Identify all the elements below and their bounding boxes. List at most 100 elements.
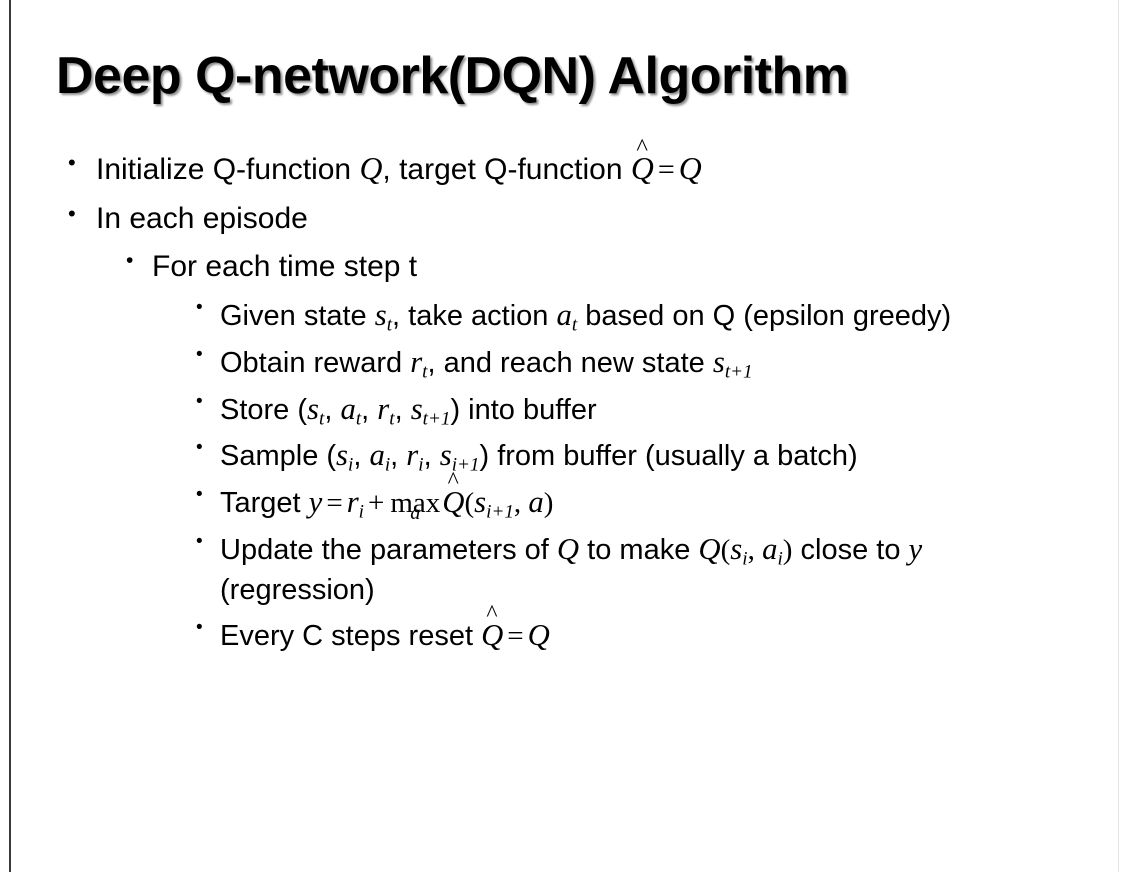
text-fragment: , and reach new state xyxy=(427,346,713,379)
math-sub-t: t xyxy=(386,314,393,336)
bullet-glyph: • xyxy=(196,530,203,552)
math-var-r: r xyxy=(406,438,419,473)
list-item: • Initialize Q-function Q, target Q-func… xyxy=(0,135,1124,191)
list-item-text: Given state st, take action at based on … xyxy=(220,295,1124,337)
list-item: • For each time step t xyxy=(0,247,1124,287)
math-sub-t: t xyxy=(319,407,325,429)
math-sub-t1: t+1 xyxy=(724,361,753,383)
bullet-glyph: • xyxy=(68,200,76,226)
math-var-q: Q xyxy=(527,618,550,653)
math-var-y: y xyxy=(308,485,323,520)
text-fragment: , xyxy=(390,440,407,473)
math-var-a: a xyxy=(369,438,385,473)
math-var-r: r xyxy=(346,485,359,520)
math-var-a: a xyxy=(556,297,572,332)
slide-right-border xyxy=(1118,0,1119,872)
text-fragment: , xyxy=(353,440,370,473)
list-item-text: Update the parameters of Q to make Q(si,… xyxy=(220,529,1124,610)
math-sub-t: t xyxy=(571,314,578,336)
list-item: • Obtain reward rt, and reach new state … xyxy=(0,342,1124,384)
math-equals: = xyxy=(326,487,343,520)
math-paren-close: ) xyxy=(543,487,554,520)
math-sub-i1: i+1 xyxy=(486,501,514,523)
list-item: • Sample (si, ai, ri, si+1) from buffer … xyxy=(0,435,1124,477)
math-comma: , xyxy=(747,533,763,566)
text-fragment: Initialize Q-function xyxy=(96,153,360,186)
list-item-text: Obtain reward rt, and reach new state st… xyxy=(220,342,1124,384)
text-fragment: Given state xyxy=(220,299,375,332)
math-var-q2: Q xyxy=(678,151,702,186)
text-fragment: Obtain reward xyxy=(220,346,411,379)
text-fragment: (regression) xyxy=(220,573,375,606)
math-sub-t: t xyxy=(389,407,395,429)
math-paren-open: ( xyxy=(720,533,731,566)
list-item: • Given state st, take action at based o… xyxy=(0,295,1124,337)
math-sub-i: i xyxy=(358,501,364,523)
list-item-text: Sample (si, ai, ri, si+1) from buffer (u… xyxy=(220,435,1124,477)
text-fragment: , xyxy=(324,393,341,426)
math-sub-i: i xyxy=(777,548,783,570)
math-sub-t: t xyxy=(355,407,362,429)
text-fragment: Target xyxy=(220,487,309,520)
math-var-q: Q xyxy=(556,531,580,566)
list-item-text: Initialize Q-function Q, target Q-functi… xyxy=(96,135,1124,191)
math-paren-close: ) xyxy=(782,533,793,566)
math-var-qhat: Q xyxy=(442,485,465,520)
bullet-glyph: • xyxy=(196,617,203,639)
math-var-a: a xyxy=(528,485,544,520)
math-sub-i: i xyxy=(384,454,391,476)
bullet-glyph: • xyxy=(126,248,134,272)
list-item-text: In each episode xyxy=(96,201,308,235)
text-fragment: ) from buffer (usually a batch) xyxy=(479,440,858,473)
text-fragment: to make xyxy=(579,533,699,566)
text-fragment: , xyxy=(361,393,378,426)
math-plus: + xyxy=(367,487,385,520)
hat-accent: ^ xyxy=(486,601,498,628)
text-fragment: Update the parameters of xyxy=(220,533,557,566)
math-var-s: s xyxy=(307,391,319,426)
slide-left-border xyxy=(9,0,11,872)
math-var-qhat: Q xyxy=(481,618,504,653)
hat-accent: ^ xyxy=(636,133,648,161)
text-fragment: , target Q-function xyxy=(382,153,631,186)
bullet-glyph: • xyxy=(196,343,203,365)
math-paren-open: ( xyxy=(464,487,475,520)
hat-accent: ^ xyxy=(447,468,459,495)
text-fragment: Every C steps reset xyxy=(220,620,482,653)
math-var-s2: s xyxy=(410,391,423,426)
bullet-glyph: • xyxy=(68,150,76,175)
bullet-glyph: • xyxy=(196,437,203,459)
math-q-hat: ^Q xyxy=(442,469,465,524)
text-fragment: close to xyxy=(792,533,909,566)
list-item-text: Store (st, at, rt, st+1) into buffer xyxy=(220,389,1124,431)
math-var-y: y xyxy=(908,531,923,566)
math-var-qhat: Q xyxy=(630,151,654,186)
math-sub-i1: i+1 xyxy=(451,454,480,476)
bullet-glyph: • xyxy=(196,390,203,412)
math-var-s: s xyxy=(712,344,725,379)
math-equals: = xyxy=(507,620,524,653)
list-item-text: For each time step t xyxy=(152,249,418,283)
math-comma: , xyxy=(513,487,529,520)
list-item: • In each episode xyxy=(0,199,1124,239)
math-q-hat: ^Q xyxy=(630,135,654,191)
math-var-q2: Q xyxy=(698,531,721,566)
text-fragment: , xyxy=(423,440,440,473)
list-item: • Every C steps reset ^Q=Q xyxy=(0,603,1124,657)
math-sub-t: t xyxy=(422,361,428,383)
max-label: max xyxy=(390,487,441,520)
math-var-q: Q xyxy=(359,151,383,186)
math-var-a: a xyxy=(340,391,356,426)
text-fragment: based on Q (epsilon greedy) xyxy=(577,299,952,332)
page-title: Deep Q-network(DQN) Algorithm xyxy=(56,47,849,105)
math-var-s: s xyxy=(730,531,743,566)
math-var-r: r xyxy=(410,344,423,379)
math-q-hat: ^Q xyxy=(481,603,504,657)
bullet-glyph: • xyxy=(196,296,203,318)
text-fragment: Sample ( xyxy=(220,440,337,473)
list-item-text: Every C steps reset ^Q=Q xyxy=(220,603,1124,657)
math-sub-i: i xyxy=(348,454,354,476)
